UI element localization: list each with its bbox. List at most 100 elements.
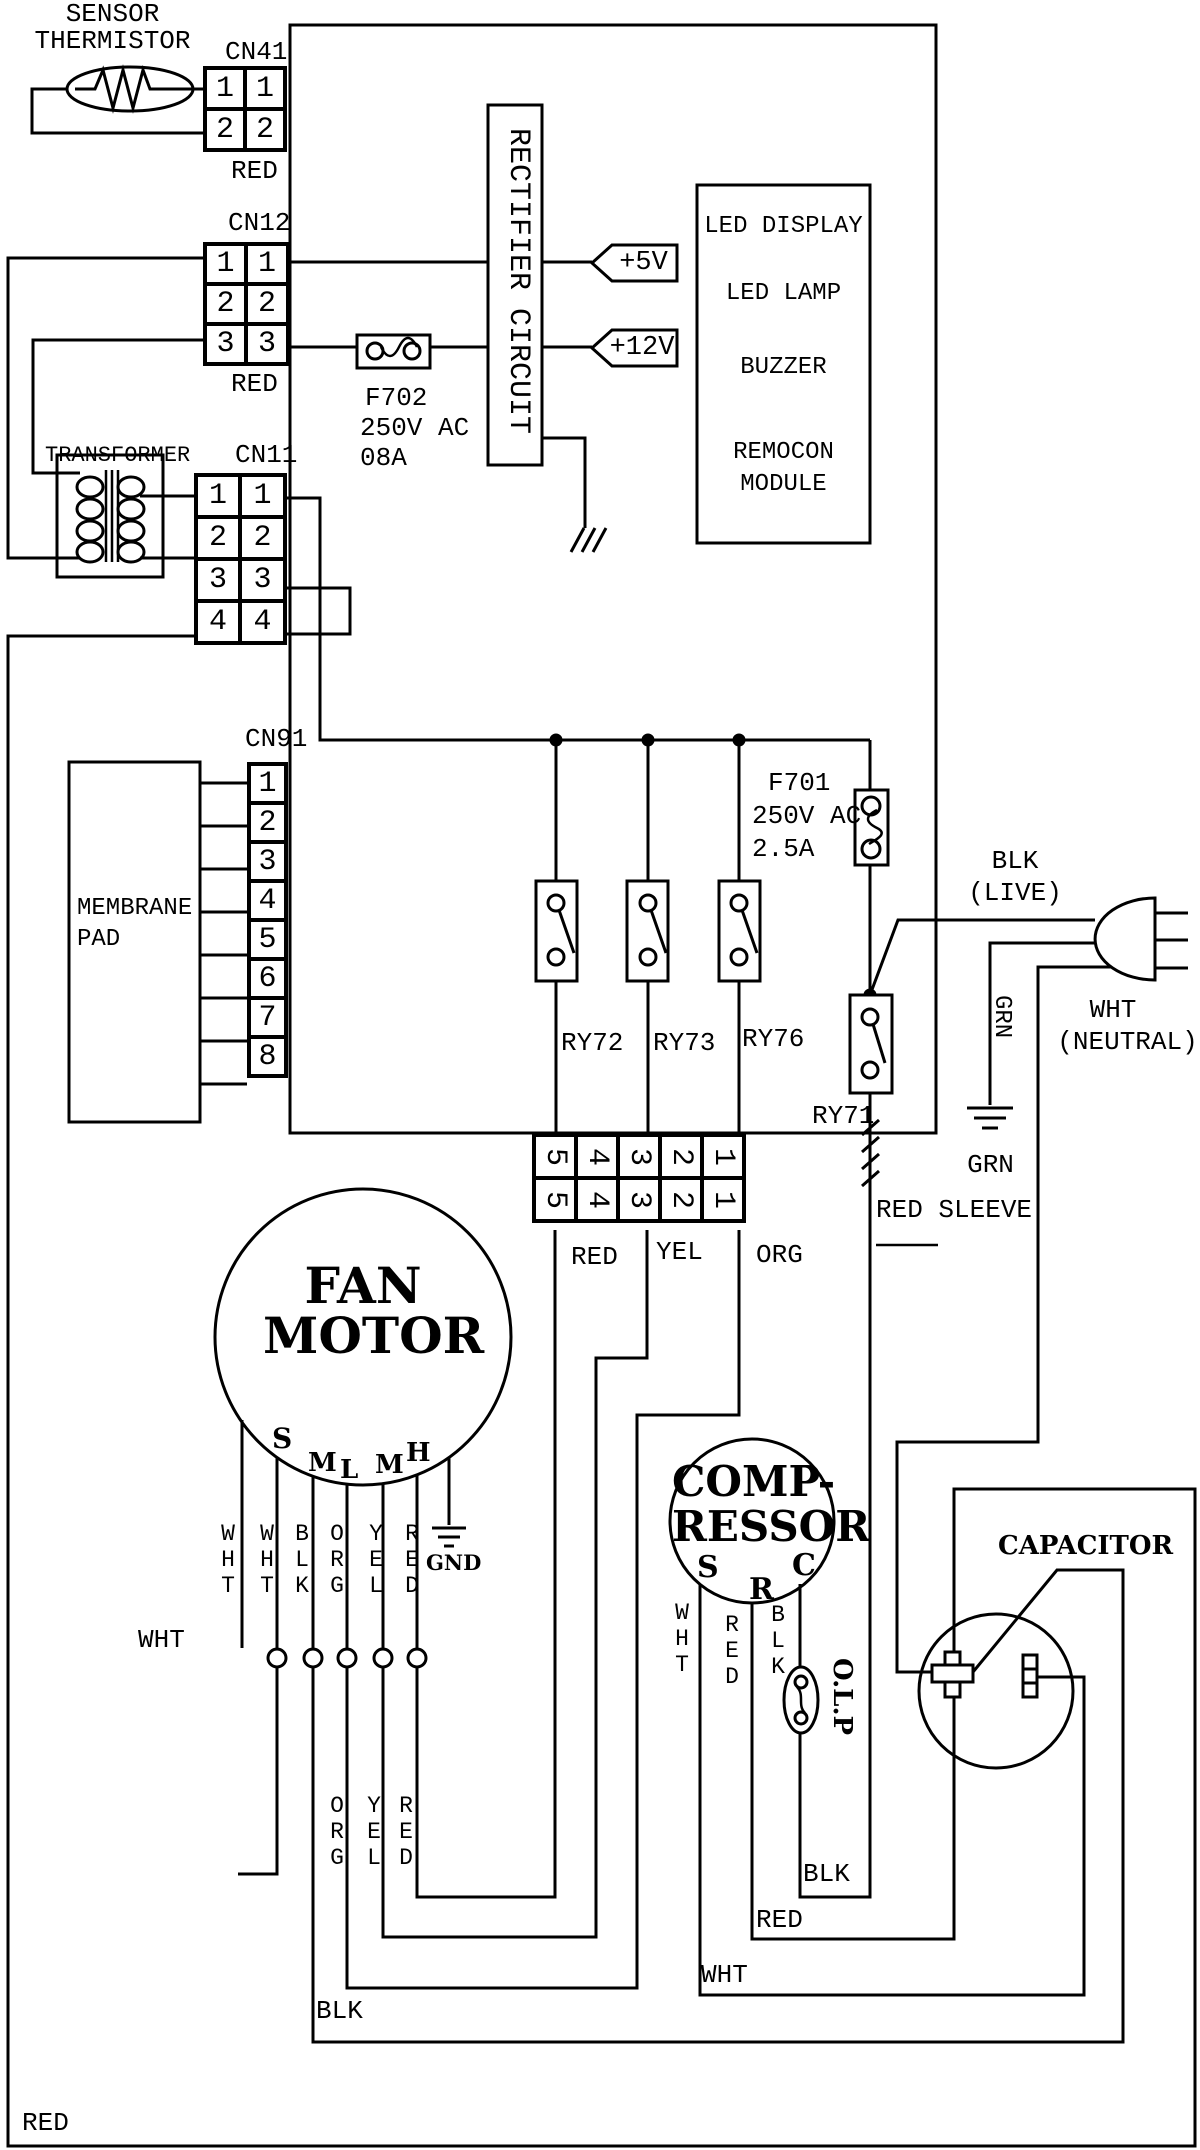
fan-org-wire <box>345 1230 741 1990</box>
main-connector-pin: 5 <box>534 1135 576 1178</box>
display-item-remocon: REMOCON <box>733 439 834 466</box>
display-item-module: MODULE <box>740 471 827 498</box>
fan-blk-wire <box>311 1476 1125 2044</box>
cn91-pin: 4 <box>249 881 286 920</box>
transformer-core <box>104 470 120 562</box>
bottom-red-compressor: RED <box>756 1905 803 1935</box>
fan-terminal-m1: M <box>308 1448 337 1478</box>
fan-wire-color-red: RED <box>399 1521 425 1599</box>
cn11-pin: 2 <box>196 517 240 559</box>
cn12-pin: 3 <box>205 324 246 364</box>
main-connector-pin: 4 <box>576 1178 618 1221</box>
cn11-pin: 3 <box>240 559 285 601</box>
cn12-pin: 1 <box>246 244 288 284</box>
compressor-terminal-r: R <box>749 1572 774 1607</box>
fan-terminal-m2: M <box>375 1450 404 1480</box>
relay-ry71-label: RY71 <box>812 1101 875 1131</box>
main-connector-pin: 4 <box>576 1135 618 1178</box>
sensor-title-line2: THERMISTOR <box>34 26 191 56</box>
bottom-red-main: RED <box>22 2108 69 2138</box>
membrane-label-line1: MEMBRANE <box>77 895 193 922</box>
compressor-title2: RESSOR <box>672 1502 871 1551</box>
fuse-f702-rating1: 250V AC <box>360 413 470 443</box>
cn11-pin: 1 <box>196 475 240 517</box>
main-connector-pin: 2 <box>660 1178 702 1221</box>
display-item-buzzer: BUZZER <box>740 354 827 381</box>
fan-terminal-s: S <box>272 1422 293 1455</box>
main-connector-pin: 3 <box>618 1135 660 1178</box>
sensor-title-line1: SENSOR <box>65 0 160 29</box>
fan-side-wht-label: WHT <box>138 1625 185 1655</box>
fan-lower-red: RED <box>393 1793 419 1871</box>
relay-ry72-label: RY72 <box>561 1028 624 1058</box>
transformer-box <box>55 453 165 579</box>
fan-lower-yel: YEL <box>361 1793 387 1871</box>
main-connector-pin: 2 <box>660 1135 702 1178</box>
green-wire-label: GRN <box>988 995 1015 1039</box>
cn91-label: CN91 <box>245 724 308 754</box>
main-connector-pin: 5 <box>534 1178 576 1221</box>
cn12-pin: 1 <box>205 244 246 284</box>
cn91-pin: 2 <box>249 803 286 842</box>
v5-label: +5V <box>619 248 668 278</box>
green-wire <box>988 941 1109 1105</box>
main-connector-pin: 1 <box>702 1178 744 1221</box>
fan-wire-color-wht2: WHT <box>254 1521 280 1599</box>
main-output-connector: 5 4 3 2 1 5 4 3 2 1 <box>532 1133 746 1223</box>
cn12-pin: 2 <box>205 284 246 324</box>
olp-label: O.L.P <box>827 1658 857 1736</box>
fan-wire-color-yel: YEL <box>363 1521 389 1599</box>
fuse-f701-symbol <box>853 788 890 867</box>
fan-motor-symbol <box>213 1187 513 1487</box>
cn11-pin: 1 <box>240 475 285 517</box>
fan-terminal-h: H <box>406 1438 431 1468</box>
cn41-wire-color: RED <box>231 156 278 186</box>
fuse-f702-name: F702 <box>365 383 428 413</box>
compressor-symbol <box>668 1437 836 1605</box>
fan-lower-org: ORG <box>324 1793 350 1871</box>
relay-ry73-label: RY73 <box>653 1028 716 1058</box>
fan-terminal-l: L <box>340 1455 359 1485</box>
plug-symbol <box>1093 896 1157 982</box>
cn11-pin: 2 <box>240 517 285 559</box>
cn91-pin: 1 <box>249 764 286 803</box>
fan-motor-title1: FAN <box>304 1256 422 1315</box>
connector-wire-org: ORG <box>756 1240 803 1270</box>
main-connector-pin: 3 <box>618 1178 660 1221</box>
red-sleeve-hatch <box>861 1118 880 1188</box>
fuse-f701-rating1: 250V AC <box>752 801 862 831</box>
bottom-blk-fan: BLK <box>316 1996 363 2026</box>
cn91-pin: 6 <box>249 959 286 998</box>
fan-ground-icon <box>432 1526 466 1548</box>
v12-flag <box>589 328 679 368</box>
fuse-f701-name: F701 <box>768 768 831 798</box>
v5-flag <box>589 243 679 283</box>
bottom-blk-compressor: BLK <box>803 1859 850 1889</box>
green-ground-label: GRN <box>967 1150 1014 1180</box>
cn11-pin: 4 <box>196 601 240 643</box>
cn41-pin: 1 <box>245 68 285 109</box>
membrane-label-line2: PAD <box>77 926 121 953</box>
red-sleeve-label: RED SLEEVE <box>876 1195 1033 1225</box>
connector-cn91: 1 2 3 4 5 6 7 8 <box>247 762 288 1078</box>
cn91-pin: 7 <box>249 998 286 1037</box>
neutral-wire <box>895 965 1113 1674</box>
cn91-pin: 8 <box>249 1037 286 1076</box>
cn11-pin: 3 <box>196 559 240 601</box>
fan-ground-label: GND <box>426 1550 482 1575</box>
cn91-pin: 3 <box>249 842 286 881</box>
compressor-terminal-c: C <box>792 1548 816 1583</box>
transformer-label: TRANSFORMER <box>45 443 191 468</box>
relay-ry76-label: RY76 <box>742 1024 805 1054</box>
cn91-pin: 5 <box>249 920 286 959</box>
cn12-wire-color: RED <box>231 369 278 399</box>
plug-ground-icon <box>967 1106 1013 1130</box>
cn11-pin: 4 <box>240 601 285 643</box>
cn41-pin: 2 <box>245 109 285 150</box>
neutral-label-line2: (NEUTRAL) <box>1057 1027 1198 1057</box>
cn41-label: CN41 <box>225 37 288 67</box>
rectifier-ground-icon <box>569 527 608 553</box>
capacitor-symbol <box>917 1612 1075 1770</box>
fan-wire-color-wht1: WHT <box>215 1521 241 1599</box>
